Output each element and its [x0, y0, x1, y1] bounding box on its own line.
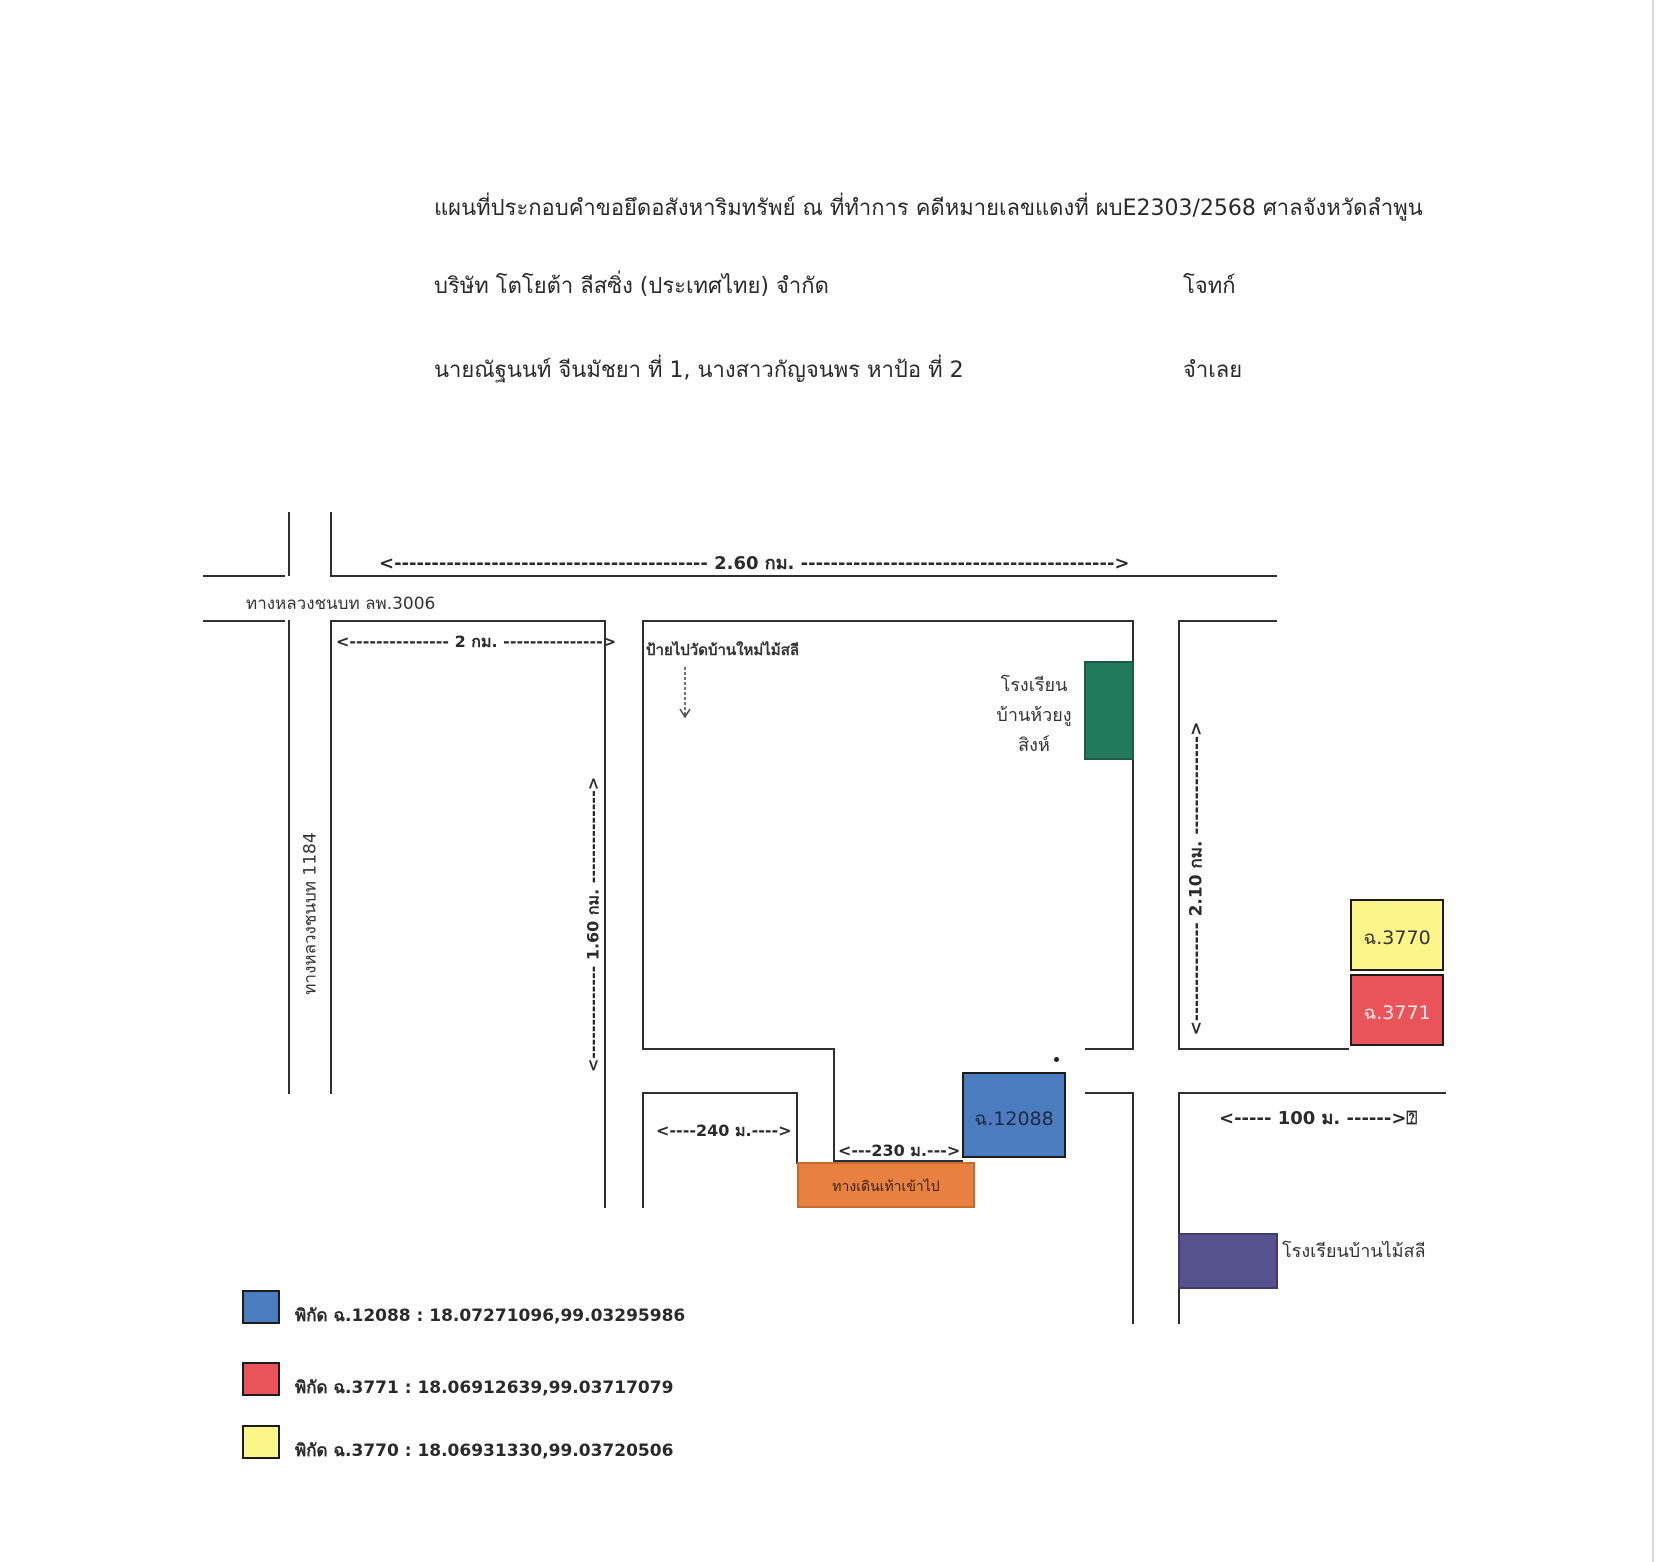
map-title: แผนที่ประกอบคำขอยึดอสังหาริมทรัพย์ ณ ที่… — [434, 196, 1423, 221]
school-marker-purple — [1178, 1233, 1278, 1289]
distance-230m: <---230 ม.---> — [838, 1141, 961, 1160]
sign-label: ป้ายไปวัดบ้านใหม่ไม้สลี — [646, 641, 800, 659]
legend-swatch-red — [242, 1362, 280, 1396]
legend-item-3770: พิกัด ฉ.3770 : 18.06931330,99.03720506 — [295, 1441, 674, 1461]
defendant-name: นายณัฐนนท์ จีนมัชยา ที่ 1, นางสาวกัญจนพร… — [434, 358, 964, 383]
down-arrow-icon — [679, 667, 691, 719]
distance-240m: <----240 ม.----> — [656, 1121, 792, 1140]
parcel-12088: ฉ.12088 — [962, 1072, 1066, 1158]
parcel-3771-label: ฉ.3771 — [1363, 1002, 1431, 1024]
parcel-12088-label: ฉ.12088 — [974, 1108, 1054, 1130]
distance-1-60km: <-------------- 1.60 กม. --------------> — [583, 776, 603, 1073]
parcel-3770: ฉ.3770 — [1350, 899, 1444, 971]
legend-swatch-blue — [242, 1290, 280, 1324]
road-label-1184: ทางหลวงชนบท 1184 — [300, 832, 321, 995]
distance-2-10km: <-------------- 2.10 กม. --------------> — [1186, 721, 1207, 1036]
school-marker-green — [1084, 661, 1134, 760]
road-label-lp3006: ทางหลวงชนบท ลพ.3006 — [246, 594, 436, 614]
parcel-3771: ฉ.3771 — [1350, 974, 1444, 1046]
school-label-huai-ngu-sing: โรงเรียน บ้านห้วยงู สิงห์ — [996, 675, 1072, 756]
distance-100m: <----- 100 ม. ------>⍰ — [1219, 1108, 1418, 1129]
defendant-role: จำเลย — [1183, 358, 1243, 383]
footpath-marker: ทางเดินเท้าเข้าไป — [797, 1162, 975, 1208]
page-edge — [1652, 0, 1654, 1562]
footpath-label: ทางเดินเท้าเข้าไป — [832, 1179, 940, 1195]
location-dot — [1054, 1057, 1059, 1062]
distance-2km: <--------------- 2 กม. ---------------> — [336, 632, 617, 651]
plaintiff-role: โจทก์ — [1183, 274, 1236, 299]
school-label-mai-sali: โรงเรียนบ้านไม้สลี — [1282, 1241, 1426, 1262]
legend-item-12088: พิกัด ฉ.12088 : 18.07271096,99.03295986 — [295, 1306, 686, 1326]
plaintiff-name: บริษัท โตโยต้า ลีสซิ่ง (ประเทศไทย) จำกัด — [434, 274, 829, 299]
parcel-3770-label: ฉ.3770 — [1363, 927, 1431, 949]
distance-2-60km: <---------------------------------------… — [379, 553, 1130, 574]
legend-swatch-yellow — [242, 1425, 280, 1459]
legend-item-3771: พิกัด ฉ.3771 : 18.06912639,99.03717079 — [295, 1378, 674, 1398]
